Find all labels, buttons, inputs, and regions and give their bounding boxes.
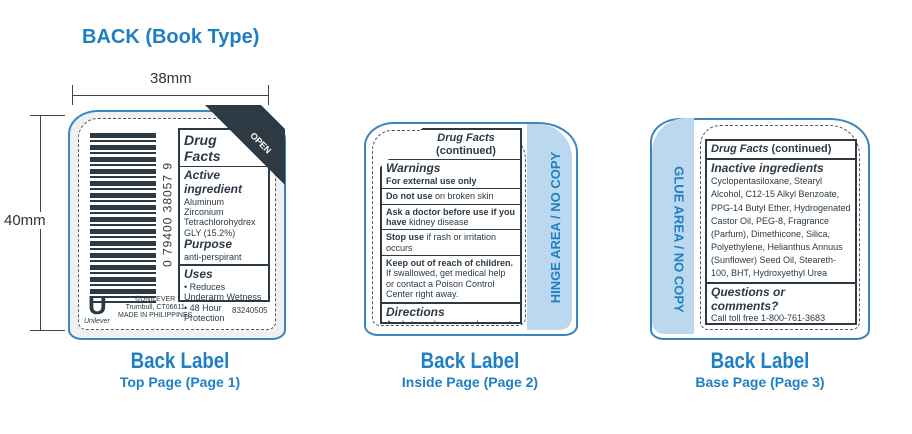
brand-name: Unilever bbox=[84, 318, 110, 325]
inactive-ingredients-box: Drug Facts (continued) Inactive ingredie… bbox=[705, 139, 857, 325]
product-code: 83240505 bbox=[232, 306, 268, 315]
width-dimension-line bbox=[72, 95, 268, 96]
height-label: 40mm bbox=[4, 212, 46, 229]
page-title: BACK (Book Type) bbox=[82, 26, 260, 48]
glue-label: GLUE AREA / NO COPY bbox=[671, 166, 687, 313]
manufacturer-info: ©UNILEVER Trumbull, CT06611 MADE IN PHIL… bbox=[118, 296, 193, 320]
arrow-right-icon: ▶ bbox=[509, 319, 516, 324]
drug-facts-continued-box: Drug Facts(continued) Warnings For exter… bbox=[380, 128, 522, 324]
use-item: • Reduces Underarm Wetness bbox=[184, 282, 262, 303]
upc-number: 0 79400 38057 9 bbox=[160, 161, 175, 268]
use-item: • 48 Hour Protection bbox=[184, 302, 225, 324]
hinge-area bbox=[527, 124, 572, 330]
unilever-logo: U bbox=[88, 290, 107, 320]
drug-facts-box: Drug Facts Active ingredient Aluminum Zi… bbox=[178, 128, 270, 323]
width-label: 38mm bbox=[150, 70, 192, 87]
barcode bbox=[90, 133, 156, 303]
glue-area bbox=[652, 118, 694, 334]
hinge-label: HINGE AREA / NO COPY bbox=[548, 151, 564, 304]
